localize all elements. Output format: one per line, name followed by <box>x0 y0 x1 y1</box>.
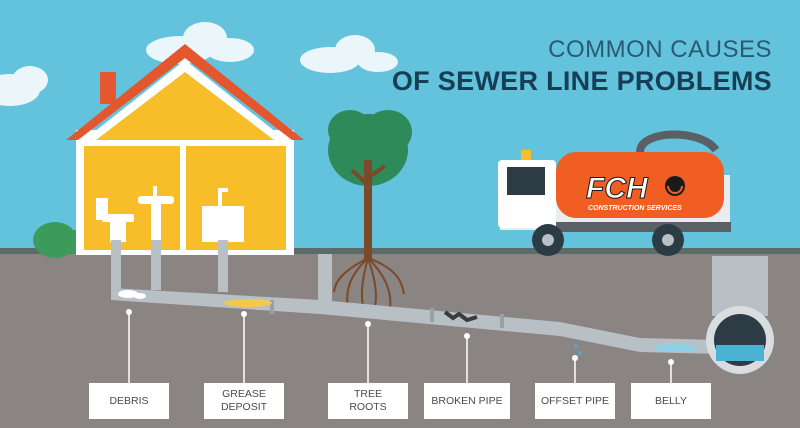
belly-water <box>654 344 698 352</box>
label-grease-deposit: GREASE DEPOSIT <box>204 383 284 419</box>
logo-text: FCH <box>586 172 649 205</box>
grass-strip <box>0 248 800 254</box>
label-grease-deposit-text: GREASE DEPOSIT <box>220 388 268 413</box>
pipe-joints <box>270 300 504 328</box>
label-belly: BELLY <box>631 383 711 419</box>
vanity <box>202 188 244 242</box>
manhole <box>706 256 774 374</box>
toilet <box>96 198 134 242</box>
sewer-truck <box>498 130 731 256</box>
title-line-2: OF SEWER LINE PROBLEMS <box>391 66 772 96</box>
logo-subtitle: CONSTRUCTION SERVICES <box>588 205 682 212</box>
cloud-left <box>0 66 48 106</box>
broken-pipe-crack <box>443 310 478 323</box>
label-debris-text: DEBRIS <box>109 394 149 407</box>
label-broken-pipe-text: BROKEN PIPE <box>431 394 503 407</box>
leader-lines <box>128 312 672 383</box>
label-tree-roots: TREE ROOTS <box>328 383 408 419</box>
fch-logo: FCH CONSTRUCTION SERVICES <box>586 172 685 212</box>
tree <box>328 110 412 313</box>
label-offset-pipe-text: OFFSET PIPE <box>540 394 610 407</box>
debris <box>118 290 146 299</box>
title-line-1: COMMON CAUSES <box>548 36 772 63</box>
house <box>66 44 304 255</box>
sink <box>138 186 174 242</box>
grease-deposit <box>224 299 272 307</box>
label-broken-pipe: BROKEN PIPE <box>424 383 510 419</box>
leader-dots <box>126 309 674 365</box>
label-tree-roots-text: TREE ROOTS <box>349 388 387 413</box>
label-debris: DEBRIS <box>89 383 169 419</box>
label-offset-pipe: OFFSET PIPE <box>535 383 615 419</box>
cloud-right <box>300 35 398 73</box>
offset-pipe-leak <box>574 344 582 355</box>
label-belly-text: BELLY <box>655 394 687 407</box>
